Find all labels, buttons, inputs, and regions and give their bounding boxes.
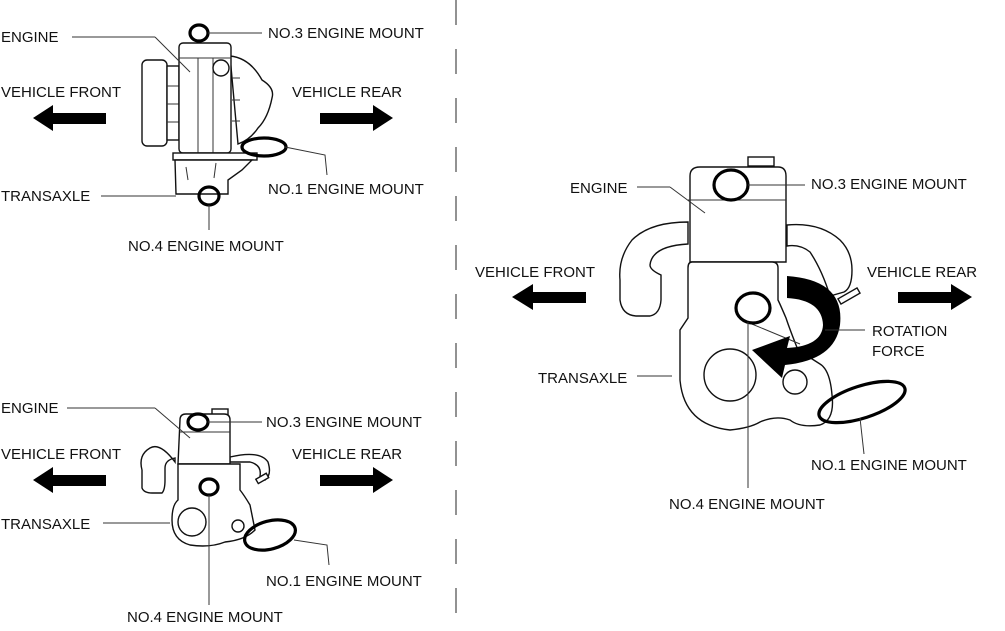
arrow-left-icon (512, 284, 586, 310)
panel-bottom-left: ENGINE TRANSAXLE VEHICLE FRONT VEHICLE R… (1, 400, 422, 626)
engine-illustration-rear-large (619, 156, 861, 431)
transaxle-label: TRANSAXLE (538, 370, 627, 387)
no1-mount-label: NO.1 ENGINE MOUNT (266, 573, 422, 590)
rotation-force-label-line1: ROTATION (872, 323, 947, 340)
engine-label: ENGINE (1, 29, 59, 46)
no3-mount-label: NO.3 ENGINE MOUNT (268, 25, 424, 42)
rotation-force-label-line2: FORCE (872, 343, 925, 360)
rotation-force-arrow-icon (752, 276, 841, 378)
engine-illustration-rear (140, 408, 271, 547)
transaxle-label: TRANSAXLE (1, 188, 90, 205)
no4-mount-marker (734, 291, 772, 325)
arrow-right-icon (320, 105, 393, 131)
no4-mount-label: NO.4 ENGINE MOUNT (669, 496, 825, 513)
panel-top-left: ENGINE TRANSAXLE VEHICLE FRONT VEHICLE R… (1, 23, 424, 255)
no1-mount-label: NO.1 ENGINE MOUNT (268, 181, 424, 198)
no1-mount-marker (243, 518, 297, 552)
panel-right: ENGINE TRANSAXLE VEHICLE FRONT VEHICLE R… (475, 156, 977, 513)
vehicle-front-label: VEHICLE FRONT (1, 446, 121, 463)
no4-mount-label: NO.4 ENGINE MOUNT (128, 238, 284, 255)
engine-label: ENGINE (570, 180, 628, 197)
no4-mount-label: NO.4 ENGINE MOUNT (127, 609, 283, 626)
transaxle-label: TRANSAXLE (1, 516, 90, 533)
vehicle-rear-label: VEHICLE REAR (867, 264, 977, 281)
no1-mount-marker (240, 136, 288, 158)
arrow-left-icon (33, 105, 106, 131)
vehicle-front-label: VEHICLE FRONT (475, 264, 595, 281)
no3-mount-label: NO.3 ENGINE MOUNT (811, 176, 967, 193)
no1-mount-label: NO.1 ENGINE MOUNT (811, 457, 967, 474)
arrow-left-icon (33, 467, 106, 493)
no3-mount-label: NO.3 ENGINE MOUNT (266, 414, 422, 431)
engine-illustration-side (141, 42, 274, 195)
vehicle-rear-label: VEHICLE REAR (292, 84, 402, 101)
no1-mount-marker (817, 379, 907, 425)
arrow-right-icon (320, 467, 393, 493)
vehicle-front-label: VEHICLE FRONT (1, 84, 121, 101)
no3-mount-marker (188, 23, 210, 43)
vehicle-rear-label: VEHICLE REAR (292, 446, 402, 463)
arrow-right-icon (898, 284, 972, 310)
engine-label: ENGINE (1, 400, 59, 417)
